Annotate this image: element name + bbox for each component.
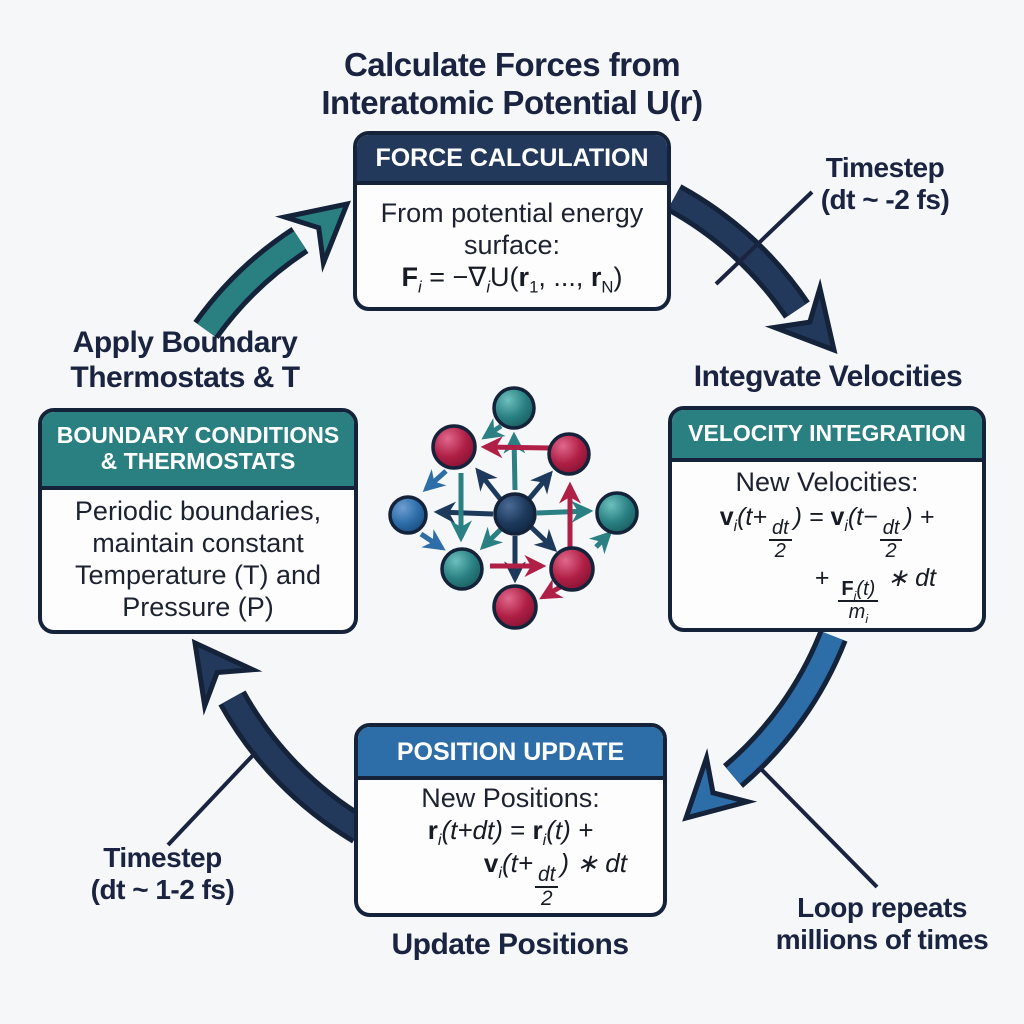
heading-apply-boundary: Apply Boundary Thermostats & T: [30, 326, 340, 395]
position-equation-line1: ri(t+dt) = ri(t) +: [427, 815, 594, 850]
timestep-label-line: Timestep: [103, 842, 222, 873]
bond-arrow: [588, 530, 613, 555]
position-box-header: POSITION UPDATE: [358, 727, 663, 780]
heading-line: Thermostats & T: [70, 360, 300, 394]
velocity-desc: New Velocities:: [735, 467, 919, 498]
velocity-integration-box: VELOCITY INTEGRATION New Velocities: vi(…: [668, 406, 986, 632]
cycle-arc-position-to-boundary: [191, 638, 369, 844]
boundary-box-title-line: BOUNDARY CONDITIONS: [56, 422, 340, 449]
heading-line: Calculate Forces from: [343, 46, 681, 83]
bond-arrow: [527, 470, 553, 501]
boundary-conditions-box: BOUNDARY CONDITIONS & THERMOSTATS Period…: [38, 408, 358, 634]
atom-sphere: [549, 546, 595, 592]
cycle-arc-force-to-velocity: [666, 184, 838, 354]
timestep-label-line: (dt ~ 1-2 fs): [90, 874, 235, 906]
bond-arrow: [422, 469, 448, 492]
arrowhead-icon: [764, 278, 838, 354]
atom-sphere: [595, 491, 639, 535]
bond-arrow: [539, 578, 564, 600]
cycle-arc-velocity-to-position: [682, 630, 848, 822]
loop-repeats-label: Loop repeats millions of times: [752, 892, 1012, 956]
boundary-desc-line: Temperature (T) and: [74, 560, 322, 590]
timestep-label-line: (dt ~ -2 fs): [820, 184, 950, 216]
timestep-label-line: Timestep: [825, 152, 945, 183]
bond-arrow: [529, 525, 558, 553]
loop-label-line: Loop repeats: [797, 892, 967, 923]
force-calculation-box: FORCE CALCULATION From potential energy …: [353, 131, 671, 311]
atom-sphere: [431, 424, 477, 470]
atom-sphere: [492, 584, 538, 630]
bond-arrow: [481, 417, 506, 440]
force-box-header: FORCE CALCULATION: [357, 135, 667, 185]
force-equation: Fi = −∇iU(r1, ..., rN): [401, 261, 623, 297]
atom-sphere: [492, 386, 536, 430]
bond-arrow: [475, 467, 503, 502]
heading-calculate-forces: Calculate Forces from Interatomic Potent…: [252, 46, 772, 122]
boundary-desc-line: Periodic boundaries,: [74, 496, 322, 527]
position-desc: New Positions:: [421, 783, 600, 814]
bond-arrow: [479, 526, 504, 551]
force-box-body: From potential energy surface: Fi = −∇iU…: [357, 185, 667, 307]
position-box-body: New Positions: ri(t+dt) = ri(t) + vi(t+d…: [358, 780, 663, 913]
atom-sphere: [493, 492, 537, 536]
velocity-equation-line2: + Fi(t)mi ∗ dt: [814, 563, 936, 626]
arrowhead-icon: [274, 200, 352, 273]
boundary-box-header: BOUNDARY CONDITIONS & THERMOSTATS: [42, 412, 354, 490]
molecule-illustration: [388, 386, 639, 630]
pointer-lines: [166, 190, 879, 889]
bond-arrow: [503, 431, 526, 491]
arrowhead-icon: [191, 638, 263, 716]
heading-line: Apply Boundary: [72, 326, 298, 359]
bond-arrow: [536, 500, 594, 523]
heading-update-positions: Update Positions: [391, 928, 629, 961]
boundary-box-body: Periodic boundaries, maintain constant T…: [42, 490, 354, 630]
bond-arrow: [433, 501, 494, 524]
velocity-box-title: VELOCITY INTEGRATION: [688, 420, 966, 447]
position-update-box: POSITION UPDATE New Positions: ri(t+dt) …: [354, 723, 667, 917]
atom-sphere: [440, 547, 484, 591]
timestep-top-pointer-line: [714, 190, 814, 286]
bond-arrow: [419, 529, 446, 551]
atom-sphere: [547, 432, 591, 476]
loop-pointer-line: [758, 766, 879, 889]
force-desc: From potential energy: [380, 198, 644, 229]
cycle-arc-boundary-to-force: [193, 200, 352, 340]
velocity-box-header: VELOCITY INTEGRATION: [672, 410, 982, 462]
loop-label-line: millions of times: [775, 924, 989, 956]
force-box-title: FORCE CALCULATION: [375, 144, 649, 172]
timestep-bottom-label: Timestep (dt ~ 1-2 fs): [55, 842, 270, 906]
position-box-title: POSITION UPDATE: [396, 737, 625, 766]
arrowhead-icon: [682, 748, 758, 822]
cycle-arrows: [191, 184, 848, 844]
force-desc: surface:: [463, 230, 561, 261]
boundary-box-title-line: & THERMOSTATS: [100, 448, 296, 474]
timestep-bottom-pointer-line: [166, 750, 258, 847]
atom-sphere: [388, 495, 428, 535]
heading-line: Interatomic Potential U(r): [321, 83, 703, 121]
timestep-top-label: Timestep (dt ~ -2 fs): [775, 152, 995, 216]
bond-arrow: [480, 436, 552, 459]
boundary-desc-line: Pressure (P): [122, 591, 274, 622]
heading-integrate-velocities: Integvate Velocities: [693, 360, 963, 393]
boundary-desc-line: maintain constant: [92, 528, 304, 559]
